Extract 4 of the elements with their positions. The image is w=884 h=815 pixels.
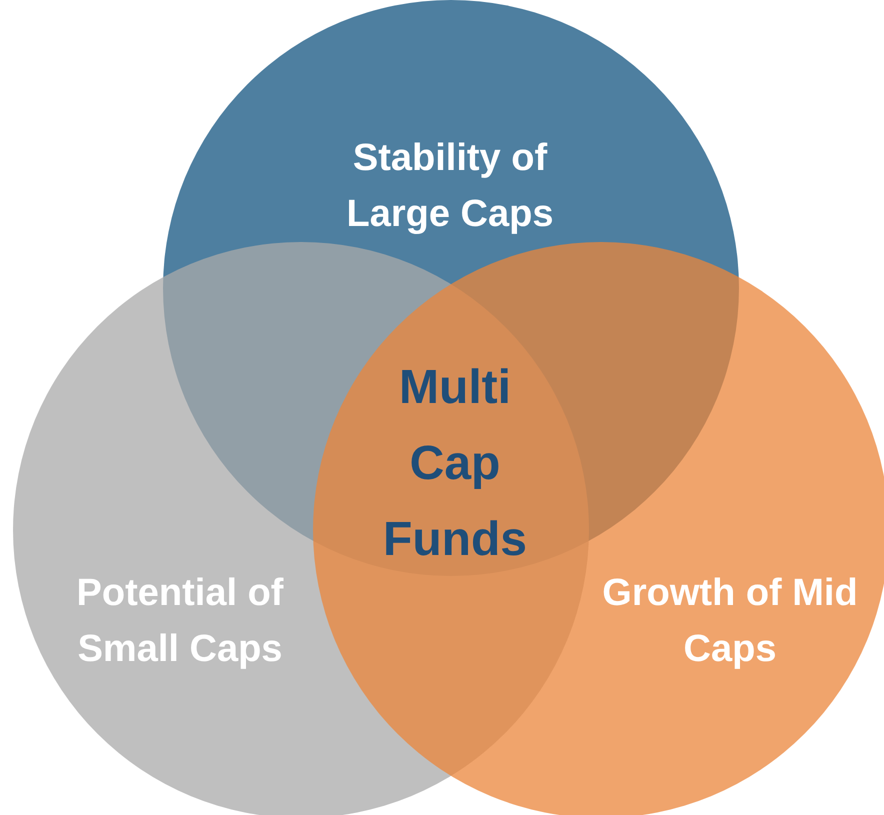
- circle-label: Potential of Small Caps: [76, 571, 284, 672]
- center-label: Multi Cap Funds: [382, 360, 528, 568]
- circle-label: Growth of Mid Caps: [601, 571, 859, 672]
- circle-label: Stability of Large Caps: [346, 136, 554, 237]
